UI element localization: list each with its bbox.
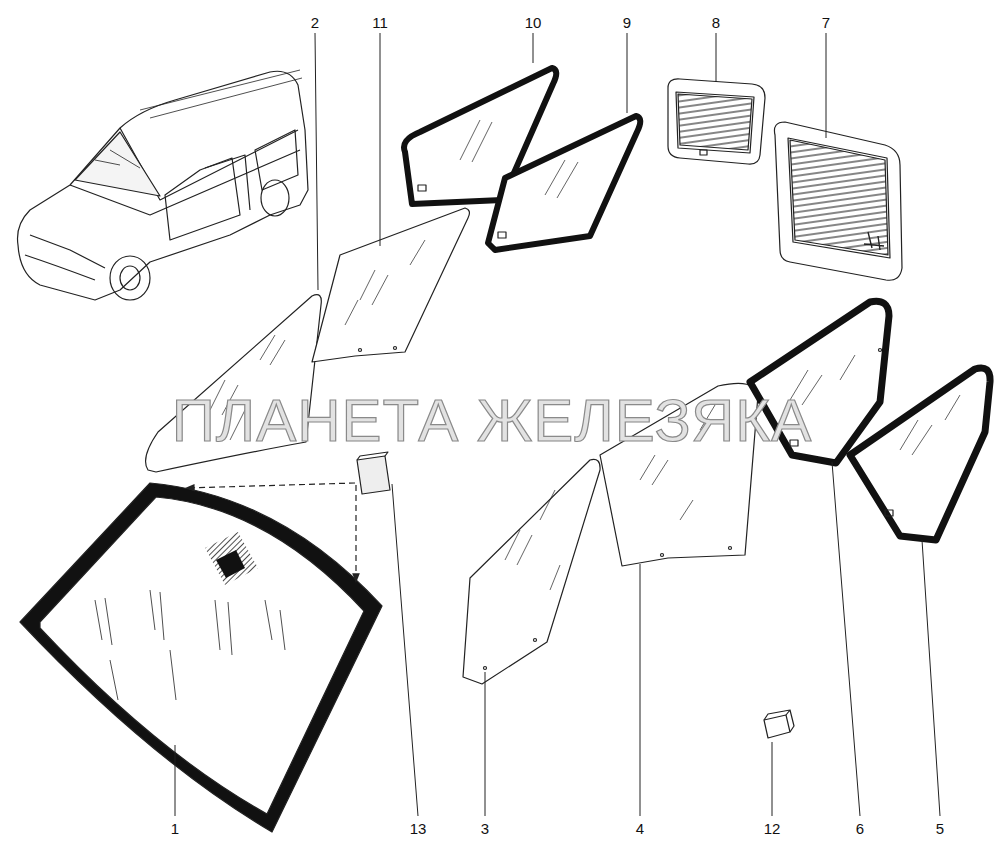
callout-number: 12: [764, 820, 781, 837]
watermark: ПЛАНЕТА ЖЕЛЕЗЯКА: [172, 386, 813, 455]
callout-number: 11: [372, 14, 388, 31]
callout-number: 5: [936, 820, 944, 837]
callout-number: 2: [311, 14, 319, 31]
callout-number: 13: [410, 820, 427, 837]
callout-number: 4: [636, 820, 644, 837]
callout-number: 7: [822, 14, 830, 31]
callout-number: 9: [623, 14, 631, 31]
callout-number: 6: [856, 820, 864, 837]
callout-number: 3: [481, 820, 489, 837]
callout-number: 1: [171, 820, 179, 837]
callout-number: 10: [525, 14, 542, 31]
callout-number: 8: [712, 14, 720, 31]
